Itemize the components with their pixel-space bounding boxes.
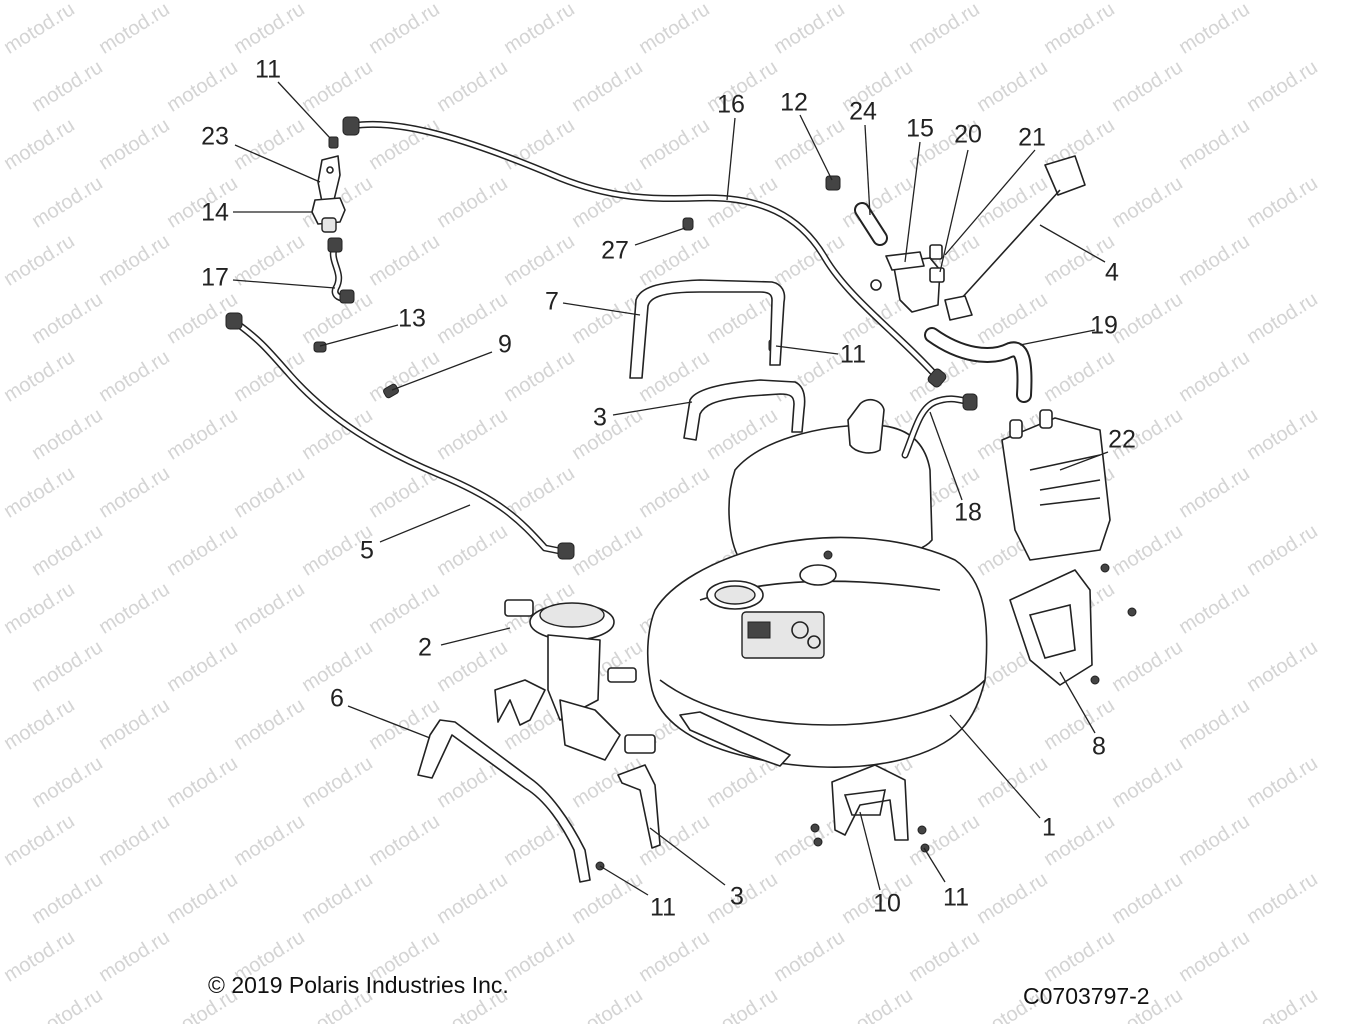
tank-strap-3-lower: [617, 764, 661, 849]
tank-strap-6: [417, 719, 591, 883]
small-fittings: [313, 217, 779, 399]
callout-5: 5: [360, 536, 374, 565]
evap-canister-22: [1001, 409, 1111, 561]
callout-12: 12: [780, 88, 808, 117]
callout-17: 17: [201, 263, 229, 292]
callout-11-bottom-right: 11: [943, 883, 969, 912]
callout-11-bottom-left: 11: [650, 893, 676, 922]
callout-14: 14: [201, 198, 229, 227]
callout-3-mid: 3: [593, 403, 607, 432]
callout-1: 1: [1042, 813, 1056, 842]
callout-leader-lines: [232, 81, 1109, 896]
callout-11-mid: 11: [840, 340, 866, 369]
strap-pad: [494, 679, 546, 726]
bracket-10: [595, 764, 930, 871]
callout-22: 22: [1108, 425, 1136, 454]
vent-line-16: [342, 116, 947, 388]
rollover-valve-assembly: [311, 136, 355, 304]
callout-6: 6: [330, 684, 344, 713]
fuel-pump-2: [504, 599, 656, 761]
bracket-8: [1009, 563, 1137, 686]
vent-hose-19: [924, 327, 1033, 403]
tank-strap-3-upper: [683, 379, 806, 441]
callout-8: 8: [1092, 732, 1106, 761]
fuel-hose-18: [901, 393, 978, 459]
callout-24: 24: [849, 97, 877, 126]
callout-4: 4: [1105, 258, 1119, 287]
callout-2: 2: [418, 633, 432, 662]
purge-valve-assembly: [825, 175, 945, 313]
copyright-text: © 2019 Polaris Industries Inc.: [208, 972, 509, 998]
callout-15: 15: [906, 114, 934, 143]
callout-9: 9: [498, 330, 512, 359]
callout-27: 27: [601, 236, 629, 265]
callout-20: 20: [954, 120, 982, 149]
callout-3-bottom: 3: [730, 882, 744, 911]
tank-strap-7: [629, 279, 786, 379]
callout-16: 16: [717, 90, 745, 119]
fuel-cap-4: [944, 155, 1086, 321]
drawing-code: C0703797-2: [1023, 983, 1150, 1009]
callout-7: 7: [545, 287, 559, 316]
callout-13: 13: [398, 304, 426, 333]
callout-21: 21: [1018, 123, 1046, 152]
callout-10: 10: [873, 889, 901, 918]
fuel-line-5: [225, 312, 575, 560]
callout-18: 18: [954, 498, 982, 527]
callout-19: 19: [1090, 311, 1118, 340]
callout-23: 23: [201, 122, 229, 151]
callout-11-top: 11: [255, 55, 281, 84]
fuel-tank-1: [646, 398, 988, 768]
